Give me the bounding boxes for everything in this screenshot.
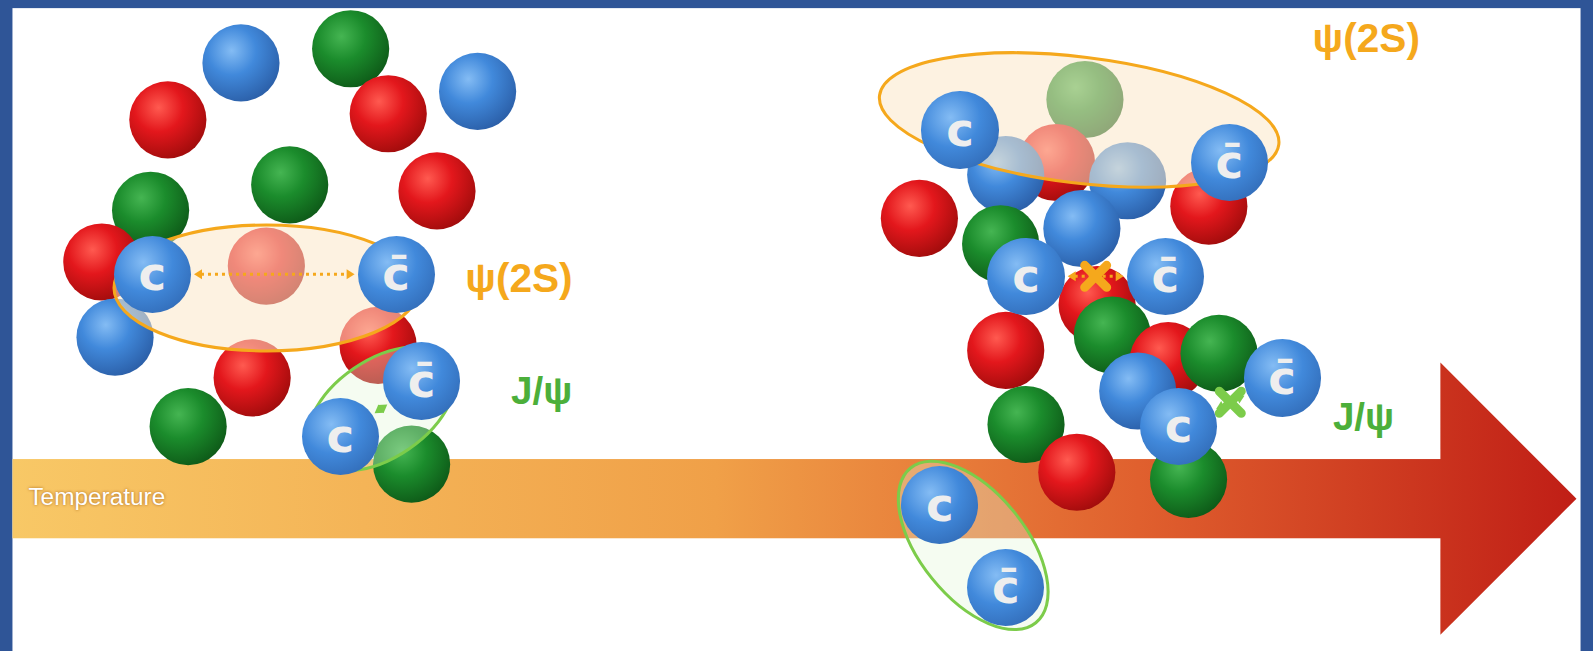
- state-label: ψ(2S): [465, 255, 572, 301]
- dotted-arrow: [1068, 271, 1124, 281]
- charm-quark: c: [987, 238, 1064, 315]
- gluon-ball: [251, 146, 328, 223]
- arrowhead: [1235, 395, 1244, 404]
- state-label: J/ψ: [1333, 395, 1394, 438]
- bound-state-ellipse: J/ψc̄c: [298, 360, 465, 458]
- broken-bond-cross: [1219, 391, 1241, 413]
- dotted-line: [1222, 399, 1238, 406]
- ellipse-shape: [285, 321, 478, 496]
- gluon-ball: [1074, 297, 1151, 374]
- gluon-ball: [967, 312, 1044, 389]
- quark-label: c̄: [1151, 253, 1179, 300]
- bound-state-ellipse: ψ(2S)cc̄: [114, 225, 419, 351]
- canvas-ground: [12, 8, 1580, 651]
- gluon-ball: [312, 10, 389, 87]
- gluon-ball: [398, 152, 475, 229]
- charm-quark: c: [114, 236, 191, 313]
- charm-quark: c̄: [383, 342, 460, 419]
- charm-quark: c̄: [358, 236, 435, 313]
- charm-quark: c: [1140, 388, 1217, 465]
- quark-label: c̄: [992, 564, 1020, 611]
- quark-label: c̄: [1268, 355, 1296, 402]
- quark-label: c: [326, 413, 354, 460]
- gluon-ball: [439, 53, 516, 130]
- gluon-ball: [1130, 322, 1207, 399]
- quark-label: c̄: [408, 358, 436, 405]
- gluon-ball: [202, 24, 279, 101]
- quark-label: c: [926, 482, 954, 529]
- quark-label: c̄: [382, 251, 410, 298]
- charm-quark: c: [302, 398, 379, 475]
- charm-quark: c: [921, 91, 998, 168]
- gluon-ball: [350, 75, 427, 152]
- temperature-arrowhead: [1440, 363, 1576, 635]
- quark-label: c: [1012, 253, 1040, 300]
- arrowhead: [1068, 271, 1076, 281]
- charm-quark: c̄: [1127, 238, 1204, 315]
- bound-state-ellipse: [870, 435, 1077, 651]
- quark-label: c: [1165, 403, 1193, 450]
- dotted-line: [1075, 275, 1117, 278]
- gluon-ball: [987, 386, 1064, 463]
- dotted-arrow: [1216, 395, 1244, 411]
- quark-label: c: [139, 251, 167, 298]
- temperature-band: [12, 459, 1444, 538]
- quark-label: c̄: [1215, 139, 1243, 186]
- gluon-ball: [150, 388, 227, 465]
- gluon-ball: [1038, 434, 1115, 511]
- charm-quark: c̄: [1191, 124, 1268, 201]
- arrowhead: [1216, 401, 1225, 410]
- arrowhead: [1116, 271, 1124, 281]
- gluon-ball: [881, 180, 958, 257]
- state-label: ψ(2S): [1313, 15, 1420, 61]
- broken-bond-cross: [1085, 265, 1107, 287]
- charm-quark: c: [901, 466, 978, 543]
- bound-state-ellipse: ψ(2S)cc̄: [878, 57, 1280, 183]
- quark-label: c: [946, 107, 974, 154]
- gluon-ball: [1059, 266, 1136, 343]
- ellipse-shape: [872, 33, 1287, 207]
- charm-quark: c̄: [967, 549, 1044, 626]
- state-label: J/ψ: [511, 369, 572, 412]
- gluon-ball: [129, 81, 206, 158]
- axis-label: Temperature: [28, 483, 165, 510]
- charm-quark: c̄: [1244, 339, 1321, 416]
